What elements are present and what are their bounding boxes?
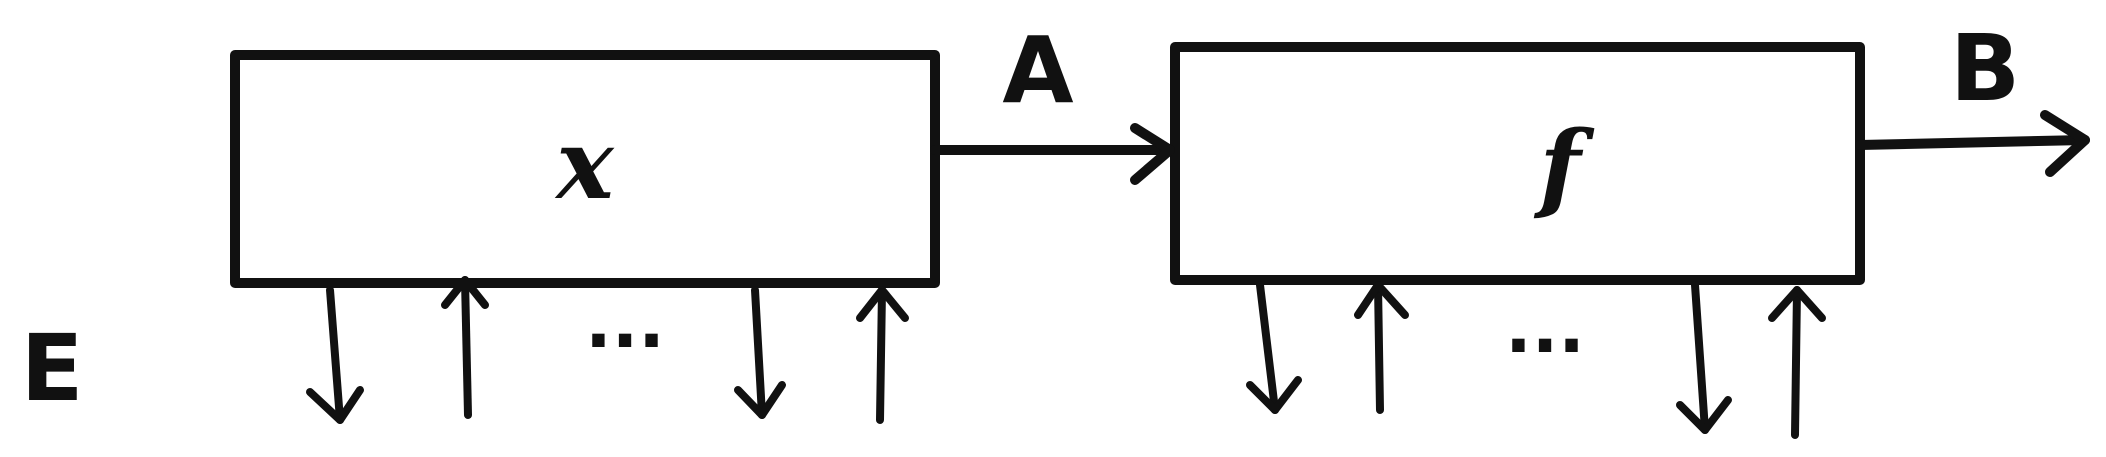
- left-up-arrow-2: [856, 286, 909, 424]
- environment-label: E: [21, 315, 84, 422]
- right-up-arrow-2: [1768, 286, 1826, 439]
- left-down-arrow-2: [734, 286, 786, 419]
- right-down-arrow-1: [1246, 281, 1302, 414]
- left-box: [230, 50, 940, 288]
- output-b-arrow: [1855, 110, 2090, 177]
- right-box: [1170, 42, 1865, 285]
- left-box-label: x: [554, 108, 615, 221]
- right-box-label: f: [1533, 110, 1595, 223]
- connector-a-label: A: [1002, 17, 1073, 124]
- left-down-arrow-1: [306, 286, 364, 424]
- right-down-arrow-2: [1676, 281, 1732, 434]
- right-ellipsis: ···: [1505, 305, 1585, 387]
- right-up-arrow-1: [1354, 281, 1409, 414]
- output-b-label: B: [1950, 15, 2020, 122]
- left-ellipsis: ···: [585, 300, 665, 382]
- left-up-arrow-1: [441, 276, 489, 419]
- connector-a-arrow: [930, 123, 1175, 185]
